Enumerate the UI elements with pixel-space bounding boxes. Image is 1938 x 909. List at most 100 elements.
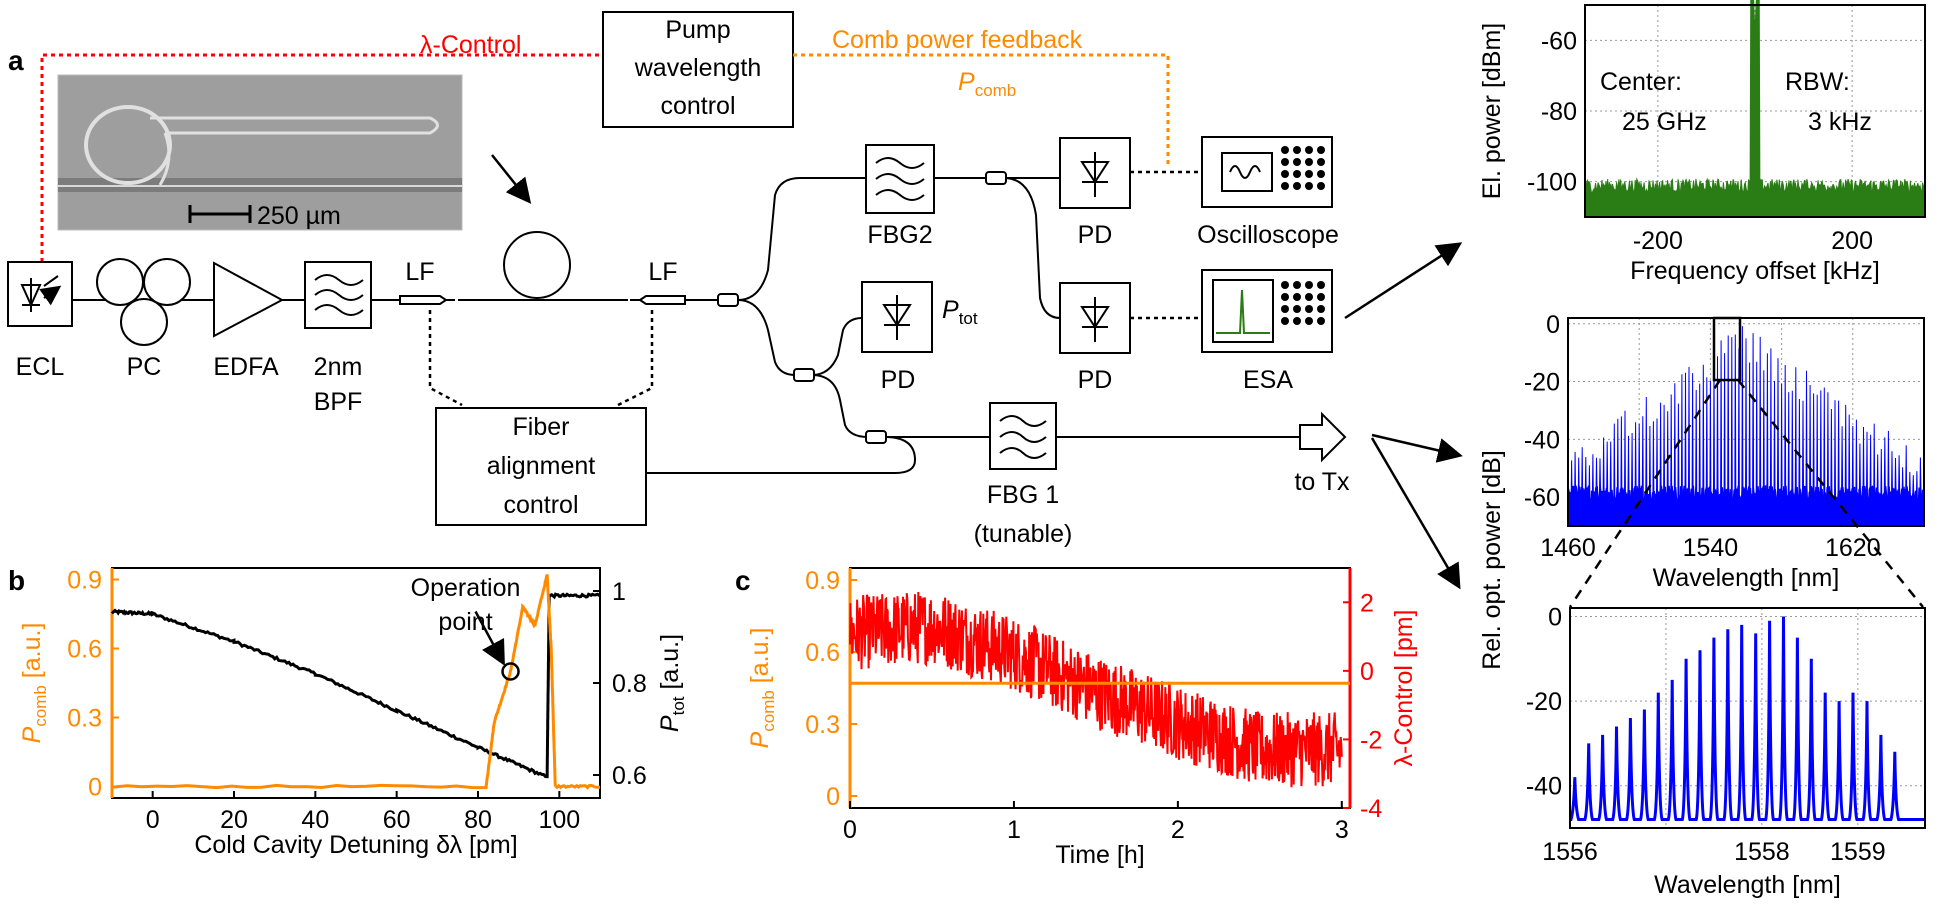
edfa-label: EDFA xyxy=(213,353,279,381)
x-axis-label: Cold Cavity Detuning δλ [pm] xyxy=(194,831,517,859)
fbg2-filter xyxy=(865,144,935,214)
instrument-button-dot xyxy=(1317,305,1325,313)
panel-c-label: c xyxy=(735,565,751,596)
comb-zoom-frame xyxy=(1569,607,1926,829)
pump-control-line1: Pump xyxy=(665,16,730,44)
pump-control-line3: control xyxy=(660,92,735,120)
x-tick-label: 1460 xyxy=(1540,534,1596,562)
instrument-button-dot xyxy=(1281,158,1289,166)
instrument-button-dot xyxy=(1281,293,1289,301)
y-tick-left-label: 0.6 xyxy=(67,636,102,664)
fiber-alignment-line3: control xyxy=(503,491,578,519)
microring-micrograph: 250 µm xyxy=(57,74,463,231)
pd-ptot-label: PD xyxy=(881,366,916,394)
instrument-button-dot xyxy=(1305,158,1313,166)
fbg1-filter xyxy=(989,402,1057,470)
comb-feedback-line xyxy=(793,53,1170,168)
esa-frame xyxy=(1584,4,1926,218)
y-axis-left-label: Pcomb [a.u.] xyxy=(18,623,50,744)
instrument-button-dot xyxy=(1293,305,1301,313)
y-tick-right-label: 0 xyxy=(1360,658,1374,686)
fiber-alignment-line2: alignment xyxy=(487,452,595,480)
instrument-button-dot xyxy=(1293,182,1301,190)
operation-point-marker xyxy=(501,662,520,681)
to-tx-arrow xyxy=(1299,411,1347,463)
comb-feedback-label: Comb power feedback xyxy=(832,26,1083,54)
x-tick-label: 100 xyxy=(538,806,580,834)
polarization-controller xyxy=(96,258,191,346)
y-tick-label: -20 xyxy=(1524,369,1560,397)
alignment-dotted-lines xyxy=(428,310,654,407)
operation-point-arrow xyxy=(474,610,505,666)
y-left-subscript: comb xyxy=(31,685,50,727)
y-left-subscript: comb xyxy=(759,690,778,732)
x-tick-label: 60 xyxy=(383,806,411,834)
instrument-button-dot xyxy=(1293,317,1301,325)
lensed-fiber-left xyxy=(399,295,448,305)
y-right-unit: [a.u.] xyxy=(656,634,684,697)
instrument-button-dot xyxy=(1281,182,1289,190)
x-axis-label: Frequency offset [kHz] xyxy=(1630,257,1880,285)
detuning-frame xyxy=(111,567,601,799)
pd-instrument-links xyxy=(1130,170,1200,320)
instrument-button-dot xyxy=(1305,317,1313,325)
y-tick-label: 0 xyxy=(1548,603,1562,631)
esa-center-value: 25 GHz xyxy=(1622,108,1707,136)
fbg1-label-2: (tunable) xyxy=(974,520,1073,548)
x-tick-label: 1559 xyxy=(1830,838,1886,866)
x-tick-label: 40 xyxy=(301,806,329,834)
x-tick-label: 1 xyxy=(1007,816,1021,844)
coupler-2 xyxy=(793,368,815,382)
lensed-fiber-right xyxy=(638,295,686,305)
y-tick-label: -60 xyxy=(1541,27,1577,55)
instrument-button-dot xyxy=(1317,293,1325,301)
esa-rbw-label: RBW: xyxy=(1785,68,1850,96)
y-tick-label: -20 xyxy=(1526,688,1562,716)
photodiode-osc xyxy=(1059,137,1131,209)
y-tick-left-label: 0 xyxy=(88,774,102,802)
panel-b-label: b xyxy=(8,565,25,596)
x-tick-label: -200 xyxy=(1633,227,1683,255)
instrument-button-dot xyxy=(1305,170,1313,178)
x-tick-label: 0 xyxy=(843,816,857,844)
x-axis-label: Time [h] xyxy=(1055,841,1144,869)
x-tick-label: 1620 xyxy=(1825,534,1881,562)
instrument-button-dot xyxy=(1281,317,1289,325)
instrument-button-dot xyxy=(1293,281,1301,289)
instrument-button-dot xyxy=(1317,182,1325,190)
operation-point-label-1: Operation xyxy=(411,574,521,602)
pump-control-box xyxy=(602,11,794,128)
photodiode-ptot xyxy=(861,281,933,353)
y-tick-left-label: 0.3 xyxy=(67,705,102,733)
instrument-button-dot xyxy=(1293,293,1301,301)
arrow-to-comb-zoom xyxy=(1370,437,1461,590)
lf-right-label: LF xyxy=(648,258,677,286)
instrument-button-dot xyxy=(1305,281,1313,289)
y-left-unit: [a.u.] xyxy=(18,623,46,686)
coupler-4 xyxy=(985,171,1007,185)
scale-bar-label: 250 µm xyxy=(257,202,341,230)
y-right-symbol: P xyxy=(656,715,684,732)
y-tick-right-label: 0.6 xyxy=(612,762,647,790)
instrument-button-dot xyxy=(1317,317,1325,325)
instrument-button-dot xyxy=(1317,146,1325,154)
panel-a-label: a xyxy=(8,45,24,76)
y-tick-right-label: -2 xyxy=(1360,726,1382,754)
instrument-button-dot xyxy=(1281,281,1289,289)
esa-trace xyxy=(1584,0,1926,218)
lambda-control-trace xyxy=(849,591,1343,788)
y-left-unit: [a.u.] xyxy=(746,628,774,691)
photodiode-esa xyxy=(1059,282,1131,354)
comb-trace xyxy=(1567,326,1925,527)
instrument-button-dot xyxy=(1305,305,1313,313)
comb-zoom-trace xyxy=(1569,616,1926,822)
bandpass-filter xyxy=(304,261,372,329)
y-tick-right-label: 1 xyxy=(612,578,626,606)
y-left-symbol: P xyxy=(746,731,774,748)
esa-buttons xyxy=(1281,281,1325,325)
x-tick-label: 200 xyxy=(1831,227,1873,255)
zoom-connector xyxy=(1568,379,1924,608)
